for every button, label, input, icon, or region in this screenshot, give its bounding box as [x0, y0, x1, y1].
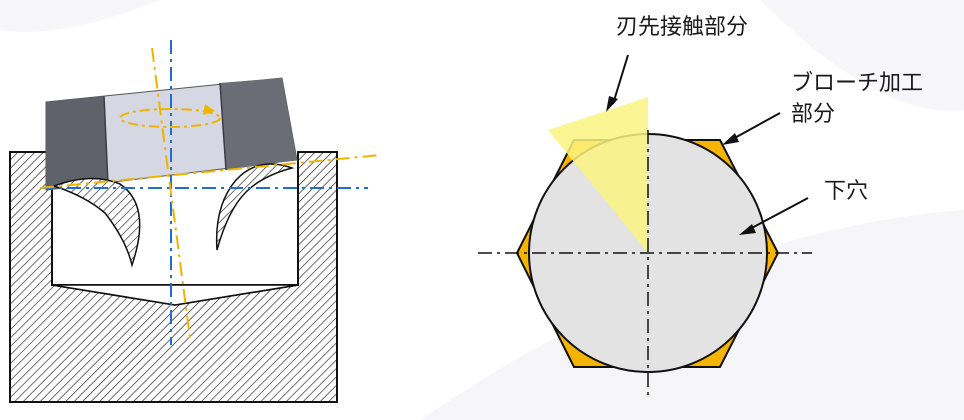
broach-tool — [45, 77, 298, 191]
arrow-pilot-hole — [739, 224, 756, 235]
chip-cutting-edges — [51, 163, 295, 268]
tool-face-left — [46, 96, 108, 190]
arrow-edge-contact — [606, 96, 618, 112]
hexagon-section — [478, 97, 812, 400]
rotation-arrow — [119, 108, 221, 128]
tool-axes — [39, 40, 381, 345]
workpiece-section — [9, 151, 338, 403]
label-pilot-hole: 下穴 — [824, 179, 869, 204]
label-broach-line2: 部分 — [791, 102, 836, 127]
arrow-broach — [722, 133, 739, 145]
tool-face-right — [220, 78, 297, 170]
rotation-arrowhead — [203, 104, 215, 115]
tool-face-line-orange — [39, 154, 381, 189]
tilted-axis-orange — [151, 47, 191, 339]
edge-contact-wedge — [548, 97, 648, 253]
leader-lines — [606, 54, 809, 235]
right-cutting-edge — [215, 163, 295, 251]
left-cutting-edge — [51, 177, 141, 268]
label-broach-line1: ブローチ加工 — [791, 71, 924, 96]
label-edge-contact: 刃先接触部分 — [616, 15, 749, 40]
